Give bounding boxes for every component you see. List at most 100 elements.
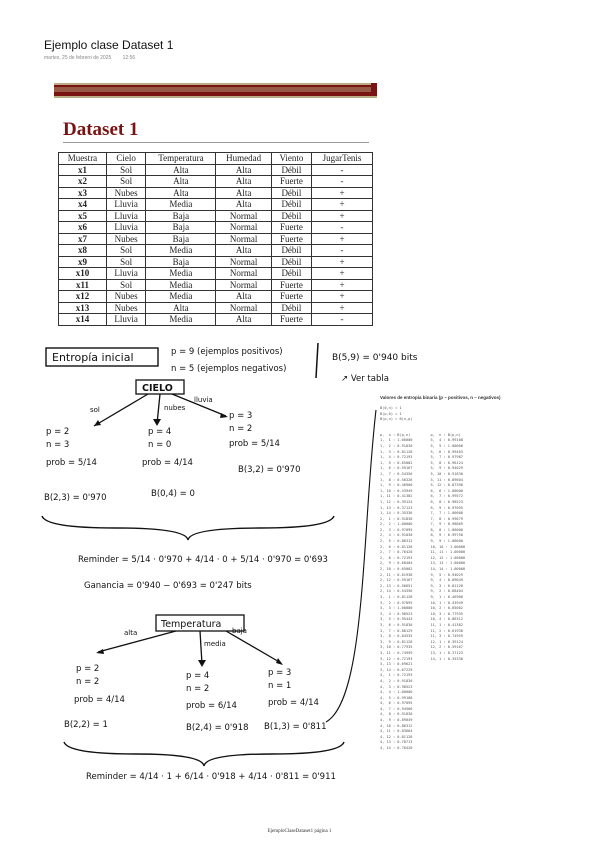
table-cell: +: [311, 267, 373, 280]
entropy-row: 13, 13 : 1.00000: [430, 561, 466, 566]
table-cell: Fuerte: [270, 221, 313, 234]
table-cell: Lluvia: [105, 267, 147, 280]
branch-baja: baja: [232, 627, 247, 635]
table-cell: Alta: [215, 163, 272, 176]
p-line: p = 9 (ejemplos positivos): [171, 347, 283, 357]
table-cell: Baja: [145, 209, 217, 222]
entropy-table-heading: Valores de entropía binaria (p – positiv…: [380, 395, 501, 400]
table-cell: Fuerte: [270, 313, 313, 326]
table-cell: x11: [58, 278, 107, 291]
table-cell: -: [311, 244, 373, 257]
table-cell: Nubes: [105, 232, 147, 245]
table-cell: Normal: [215, 232, 272, 245]
entropy-row: 8, 9 : 0.99750: [430, 533, 463, 538]
nubes-n: n = 0: [148, 440, 171, 450]
column-header: Viento: [270, 152, 313, 165]
entropy-row: 4, 12 : 0.81128: [380, 734, 413, 739]
table-cell: Nubes: [105, 186, 147, 199]
entropy-row: 4, 5 : 0.99108: [380, 695, 413, 700]
entropy-row: 6, 6 : 1.00000: [430, 488, 463, 493]
entropy-row: 3, 8 : 0.84535: [380, 634, 413, 639]
entropy-row: 9, 5 : 0.94029: [430, 572, 463, 577]
table-cell: x7: [58, 232, 107, 245]
handwritten-notes: Entropía inicial p = 9 (ejemplos positiv…: [41, 342, 418, 782]
entropy-row: 6, 7 : 0.99572: [430, 494, 463, 499]
entropy-row: 4, 6 : 0.97095: [380, 701, 413, 706]
nubes-p: p = 4: [148, 427, 171, 437]
code-line: B(0,n) = 1: [380, 406, 402, 410]
media-p: p = 4: [186, 671, 209, 681]
entropy-row: 3, 13 : 0.69621: [380, 662, 413, 667]
entropy-row: 2, 11 : 0.61938: [380, 572, 413, 577]
entropy-column-header: p, n : B(p,n): [430, 432, 461, 437]
table-cell: Sol: [105, 175, 147, 188]
temperatura-reminder: Reminder = 4/14 · 1 + 6/14 · 0'918 + 4/1…: [86, 772, 336, 782]
media-B: B(2,4) = 0'918: [186, 723, 248, 733]
table-cell: Débil: [270, 163, 313, 176]
table-cell: Sol: [105, 278, 147, 291]
branch-sol: sol: [90, 406, 100, 414]
entropy-table-panel: Valores de entropía binaria (p – positiv…: [380, 395, 580, 752]
nubes-B: B(0,4) = 0: [151, 489, 195, 499]
entropy-row: 1, 12 : 0.39124: [380, 499, 413, 504]
entropy-row: 4, 11 : 0.83664: [380, 729, 413, 734]
entropy-row: 1, 7 : 0.54356: [380, 471, 413, 476]
column-header: Cielo: [105, 152, 147, 165]
sol-B: B(2,3) = 0'970: [44, 493, 106, 503]
entropy-row: 3, 2 : 0.97095: [380, 600, 413, 605]
note-title: Ejemplo clase Dataset 1: [44, 38, 174, 52]
table-cell: +: [311, 198, 373, 211]
table-cell: Normal: [215, 221, 272, 234]
entropy-row: 4, 1 : 0.72193: [380, 673, 413, 678]
entropy-row: 9, 2 : 0.68404: [430, 589, 463, 594]
table-cell: Baja: [145, 255, 217, 268]
table-cell: Alta: [145, 186, 217, 199]
page-footer: EjemploClaseDataset1 página 1: [267, 829, 332, 834]
lluvia-n: n = 2: [229, 424, 252, 434]
table-cell: x10: [58, 267, 107, 280]
entropy-row: 4, 8 : 0.91830: [380, 712, 413, 717]
entropy-row: 11, 2 : 0.61938: [430, 628, 463, 633]
table-cell: Normal: [215, 255, 272, 268]
table-cell: Sol: [105, 255, 147, 268]
entropy-row: 7, 7 : 1.00000: [430, 511, 463, 516]
entropy-row: 1, 6 : 0.59167: [380, 466, 413, 471]
entropy-column-header: p, n : B(p,n): [380, 432, 411, 437]
temperatura-title: Temperatura: [160, 619, 221, 630]
entropy-row: 2, 5 : 0.86312: [380, 539, 413, 544]
table-cell: +: [311, 186, 373, 199]
table-cell: Alta: [145, 301, 217, 314]
entropy-row: 1, 10 : 0.43949: [380, 488, 413, 493]
table-cell: Fuerte: [270, 278, 313, 291]
table-cell: +: [311, 301, 373, 314]
table-cell: Fuerte: [270, 232, 313, 245]
table-cell: Media: [145, 278, 217, 291]
table-cell: Nubes: [105, 290, 147, 303]
entropy-row: 10, 4 : 0.86312: [430, 617, 463, 622]
table-cell: Lluvia: [105, 313, 147, 326]
table-cell: +: [311, 209, 373, 222]
entropy-row: 3, 12 : 0.72193: [380, 656, 413, 661]
entropy-label: Entropía inicial: [52, 351, 134, 364]
table-cell: Alta: [215, 175, 272, 188]
lluvia-B: B(3,2) = 0'970: [238, 465, 300, 475]
cielo-reminder: Reminder = 5/14 · 0'970 + 4/14 · 0 + 5/1…: [78, 555, 328, 565]
entropy-row: 7, 8 : 0.99679: [430, 516, 463, 521]
branch-lluvia: lluvia: [194, 396, 213, 404]
alta-n: n = 2: [76, 677, 99, 687]
table-cell: Normal: [215, 278, 272, 291]
nubes-prob: prob = 4/14: [142, 458, 193, 468]
entropy-row: 1, 4 : 0.72193: [380, 455, 413, 460]
table-cell: Nubes: [105, 301, 147, 314]
table-cell: x12: [58, 290, 107, 303]
table-cell: Débil: [270, 186, 313, 199]
